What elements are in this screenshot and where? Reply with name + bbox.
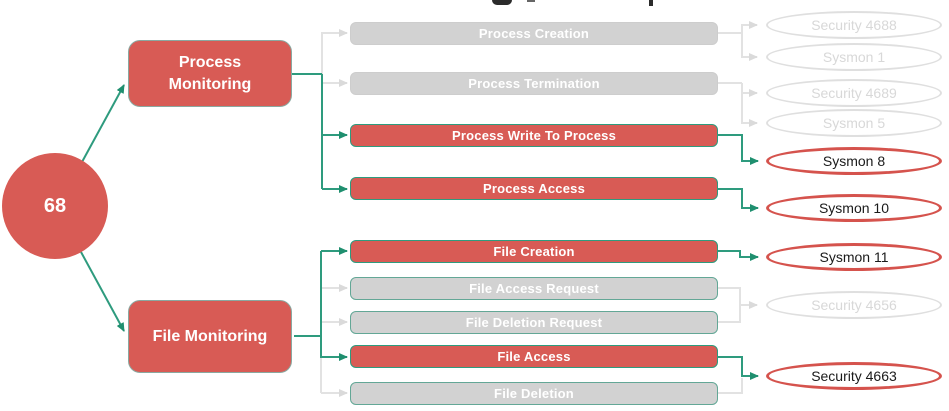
event-sysmon-10: Sysmon 10 [766,194,942,222]
event-sysmon-8: Sysmon 8 [766,147,942,175]
edge-to-security-4663 [718,356,759,380]
edge-to-sysmon-10 [718,188,759,212]
event-sysmon-1: Sysmon 1 [766,43,942,71]
event-security-4656: Security 4656 [766,291,942,319]
technique-label: Process Termination [468,76,600,91]
category-process-monitoring: Process Monitoring [128,40,292,107]
technique-process-access: Process Access [350,177,718,200]
technique-label: Process Creation [478,26,590,41]
technique-process-termination: Process Termination [350,72,718,95]
root-count-node: 68 [2,153,108,259]
edge-to-sysmon-1 [741,33,758,61]
root-count-label: 68 [43,194,67,217]
edge-far-out [718,287,741,305]
technique-process-creation: Process Creation [350,22,718,45]
event-security-4663: Security 4663 [766,362,942,390]
edge-to-security-4689 [741,83,758,97]
event-label: Security 4688 [811,17,897,33]
event-sysmon-5: Sysmon 5 [766,109,942,137]
event-label: Sysmon 8 [822,153,886,169]
technique-label: File Access [497,349,571,364]
event-label: Sysmon 1 [822,49,886,65]
event-label: Sysmon 5 [822,115,886,131]
event-security-4689: Security 4689 [766,79,942,107]
event-label: Sysmon 11 [819,249,889,265]
event-label: Security 4656 [811,297,897,313]
technique-label: Process Write To Process [452,128,616,143]
edge-to-sysmon-8 [718,134,759,165]
cropped-title-fragment-3 [649,0,653,6]
event-label: Security 4663 [811,368,897,384]
technique-file-access: File Access [350,345,718,368]
technique-file-deletion-request: File Deletion Request [350,311,718,334]
event-label: Sysmon 10 [818,200,890,216]
event-label: Security 4689 [811,85,897,101]
edge-to-sysmon-11 [718,250,759,261]
edge-fdr-out [718,305,741,323]
category-file-monitoring: File Monitoring [128,300,292,373]
category-file-monitoring-label: File Monitoring [152,327,268,345]
technique-label: File Access Request [469,281,599,296]
edge-file-deletion-out [718,378,743,394]
cropped-title-fragment-1 [492,0,512,5]
edge-root-to-process-monitoring [81,84,125,163]
technique-file-access-request: File Access Request [350,277,718,300]
edge-to-sysmon-5 [741,93,758,127]
technique-label: File Deletion [494,386,574,401]
category-process-monitoring-label: Process Monitoring [168,53,252,93]
event-security-4688: Security 4688 [766,11,942,39]
cropped-title-fragment-2 [527,0,535,2]
technique-label: File Creation [493,244,575,259]
edge-to-security-4688 [741,21,758,33]
technique-label: Process Access [482,181,586,196]
technique-process-write-to-process: Process Write To Process [350,124,718,147]
technique-file-creation: File Creation [350,240,718,263]
technique-file-deletion: File Deletion [350,382,718,405]
technique-label: File Deletion Request [465,315,603,330]
event-sysmon-11: Sysmon 11 [766,243,942,271]
edge-root-to-file-monitoring [80,251,125,332]
